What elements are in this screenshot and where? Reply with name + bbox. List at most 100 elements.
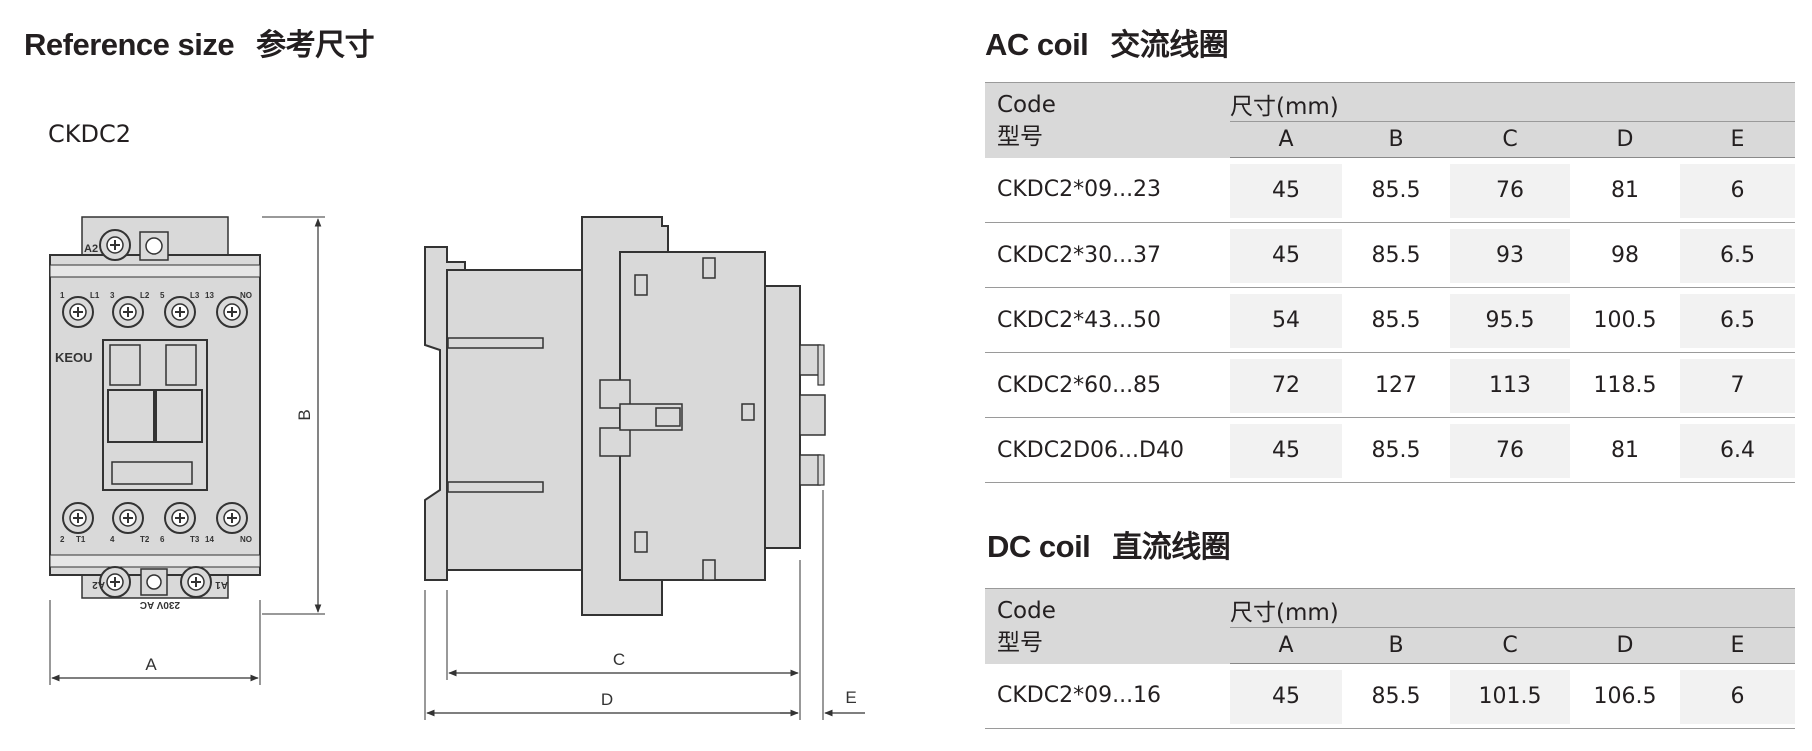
table-row: CKDC2*43...50 54 85.5 95.5 100.5 6.5 [985,287,1796,353]
cell-c: 113 [1450,359,1570,413]
code-header-cn: 型号 [997,124,1043,150]
reference-size-title-cn: 参考尺寸 [256,28,375,63]
front-view: A2 1 L1 3 L2 5 L3 13 NO KEOU 2 T1 [49,216,325,685]
table-subheader-row: A B C D E [985,627,1796,664]
dc-coil-title: DC coil 直流线圈 [987,522,1231,566]
cell-e: 7 [1680,359,1796,413]
code-header: Code 型号 [985,82,1230,158]
cell-d: 81 [1611,178,1639,203]
cell-b: 85.5 [1371,684,1421,709]
reference-size-title: Reference size 参考尺寸 [24,20,375,64]
cell-d: 106.5 [1593,684,1657,709]
terminal-label: NO [240,291,252,300]
terminal-label: T1 [76,535,86,544]
dim-e-label: E [845,688,856,707]
dim-b-label: B [295,409,314,420]
row-code: CKDC2*09...23 [985,157,1230,223]
terminal-label: NO [240,535,252,544]
column-header-a: A [1230,627,1342,664]
cell-e: 6 [1680,670,1796,724]
table-subheader-row: A B C D E [985,121,1796,158]
row-code: CKDC2D06...D40 [985,417,1230,483]
cell-e: 6.4 [1680,424,1796,478]
cell-b: 85.5 [1371,438,1421,463]
table-row: CKDC2*30...37 45 85.5 93 98 6.5 [985,222,1796,288]
cell-a: 45 [1230,164,1342,218]
terminal-label: 3 [110,291,115,300]
column-header-b: B [1342,627,1450,664]
dc-coil-title-en: DC coil [987,529,1091,564]
cell-d: 100.5 [1593,308,1657,333]
ac-coil-table: Code 型号 尺寸(mm) A B C D E CKDC2*09...23 4… [985,82,1796,483]
side-view: C D E [424,216,865,720]
cell-a: 45 [1230,424,1342,478]
terminal-label: 5 [160,291,165,300]
terminal-label: 13 [205,291,214,300]
cell-c: 101.5 [1450,670,1570,724]
dimension-header: 尺寸(mm) [1230,82,1796,122]
cell-a: 45 [1230,229,1342,283]
table-header-row: Code 型号 尺寸(mm) [985,588,1796,664]
column-header-e: E [1680,627,1796,664]
cell-a: 72 [1230,359,1342,413]
cell-b: 85.5 [1371,308,1421,333]
contactor-dimension-drawing: A2 1 L1 3 L2 5 L3 13 NO KEOU 2 T1 [49,216,865,720]
ac-coil-title-en: AC coil [985,27,1089,62]
cell-a: 45 [1230,670,1342,724]
column-header-c: C [1450,627,1570,664]
coil-terminal-bottom-right-label: A1 [215,579,228,590]
dc-coil-table: Code 型号 尺寸(mm) A B C D E CKDC2*09...16 4… [985,588,1796,729]
code-header: Code 型号 [985,588,1230,664]
dc-coil-title-cn: 直流线圈 [1112,530,1231,565]
terminal-label: 6 [160,535,165,544]
dim-d-label: D [601,690,613,709]
cell-d: 81 [1611,438,1639,463]
row-code: CKDC2*09...16 [985,663,1230,729]
row-code: CKDC2*30...37 [985,222,1230,288]
cell-b: 85.5 [1371,178,1421,203]
cell-d: 118.5 [1593,373,1657,398]
cell-b: 85.5 [1371,243,1421,268]
cell-c: 93 [1450,229,1570,283]
coil-voltage-label: 230V AC [140,599,180,610]
terminal-label: T3 [190,535,200,544]
coil-terminal-top-label: A2 [84,243,98,255]
terminal-label: 1 [60,291,65,300]
code-header-en: Code [997,598,1056,624]
table-row: CKDC2*09...23 45 85.5 76 81 6 [985,157,1796,223]
terminal-label: 14 [205,535,214,544]
terminal-label: L3 [190,291,200,300]
reference-size-title-en: Reference size [24,27,235,62]
column-header-a: A [1230,121,1342,158]
row-code: CKDC2*43...50 [985,287,1230,353]
dimension-header-label: 尺寸(mm) [1230,600,1339,626]
terminal-label: 4 [110,535,115,544]
cell-a: 54 [1230,294,1342,348]
table-header-row: Code 型号 尺寸(mm) [985,82,1796,158]
model-label: CKDC2 [48,120,132,148]
cell-b: 127 [1375,373,1417,398]
dim-c-label: C [613,650,625,669]
dim-a-label: A [145,655,157,674]
ac-coil-title-cn: 交流线圈 [1110,28,1229,63]
row-code: CKDC2*60...85 [985,352,1230,418]
dimension-header: 尺寸(mm) [1230,588,1796,628]
table-row: CKDC2D06...D40 45 85.5 76 81 6.4 [985,417,1796,483]
terminal-label: L2 [140,291,150,300]
cell-c: 76 [1450,424,1570,478]
brand-label: KEOU [55,350,93,365]
code-header-cn: 型号 [997,630,1043,656]
cell-d: 98 [1611,243,1639,268]
cell-c: 76 [1450,164,1570,218]
cell-e: 6.5 [1680,229,1796,283]
table-row: CKDC2*60...85 72 127 113 118.5 7 [985,352,1796,418]
cell-e: 6.5 [1680,294,1796,348]
column-header-d: D [1570,627,1680,664]
cell-e: 6 [1680,164,1796,218]
column-header-e: E [1680,121,1796,158]
column-header-c: C [1450,121,1570,158]
ac-coil-title: AC coil 交流线圈 [985,20,1229,64]
terminal-label: L1 [90,291,100,300]
dimension-header-label: 尺寸(mm) [1230,94,1339,120]
table-row: CKDC2*09...16 45 85.5 101.5 106.5 6 [985,663,1796,729]
